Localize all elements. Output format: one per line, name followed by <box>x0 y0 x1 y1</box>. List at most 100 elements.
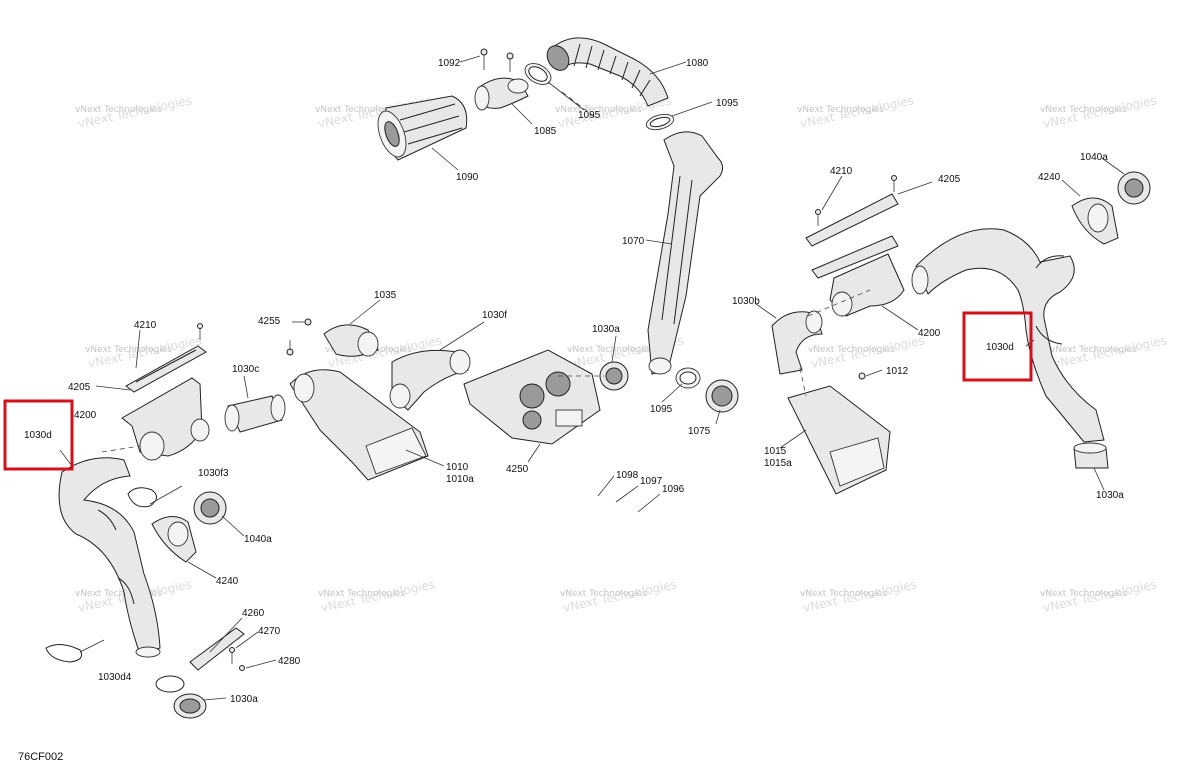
part-1030f3-strap[interactable] <box>127 485 183 508</box>
callout-1030a[interactable]: 1030a <box>592 324 620 335</box>
part-1095-clamp-top[interactable] <box>521 59 554 89</box>
callout-4260[interactable]: 4260 <box>242 608 265 619</box>
part-4205-bracket-left[interactable] <box>125 345 207 393</box>
part-4255-screws[interactable] <box>286 318 312 356</box>
watermark: vNext Technologies vNext Technologies <box>1040 93 1158 131</box>
callout-1030b[interactable]: 1030b <box>732 296 760 307</box>
svg-text:vNext Technologies: vNext Technologies <box>318 589 405 599</box>
part-1012-screw[interactable] <box>858 372 866 380</box>
callout-1040a[interactable]: 1040a <box>1080 152 1108 163</box>
part-1030c-sleeve[interactable] <box>224 394 286 433</box>
part-4270-bolts[interactable] <box>229 647 235 665</box>
callout-1096[interactable]: 1096 <box>662 484 685 495</box>
callout-1030f[interactable]: 1030f <box>482 310 507 321</box>
callout-4200[interactable]: 4200 <box>74 410 97 421</box>
watermark: vNext Technologies vNext Technologies <box>85 333 203 371</box>
svg-text:vNext Technologies: vNext Technologies <box>797 105 884 115</box>
callout-4250[interactable]: 4250 <box>506 464 529 475</box>
part-1030d-right-duct[interactable] <box>911 228 1105 443</box>
callout-1015a[interactable]: 1015a <box>764 458 792 469</box>
callout-4255[interactable]: 4255 <box>258 316 281 327</box>
callout-4280[interactable]: 4280 <box>278 656 301 667</box>
part-1040a-cap-left[interactable] <box>193 491 227 525</box>
part-1095-clamp-right[interactable] <box>645 112 676 133</box>
callout-1095[interactable]: 1095 <box>650 404 673 415</box>
callout-4210[interactable]: 4210 <box>134 320 157 331</box>
watermark: vNext Technologies vNext Technologies <box>1040 577 1158 615</box>
part-4250-panel[interactable] <box>463 349 601 445</box>
watermark: vNext Technologies vNext Technologies <box>1050 333 1168 371</box>
part-1015-airbox-right[interactable] <box>787 385 891 495</box>
svg-text:vNext Technologies: vNext Technologies <box>75 105 162 115</box>
svg-text:vNext Technologies: vNext Technologies <box>800 589 887 599</box>
callout-1075[interactable]: 1075 <box>688 426 711 437</box>
highlight-box-left <box>3 399 74 471</box>
callout-4200[interactable]: 4200 <box>918 328 941 339</box>
callout-1090[interactable]: 1090 <box>456 172 479 183</box>
callout-4240[interactable]: 4240 <box>216 576 239 587</box>
callout-1092[interactable]: 1092 <box>438 58 461 69</box>
part-4240-housing-right[interactable] <box>1071 197 1119 245</box>
part-1070-long-duct[interactable] <box>647 131 724 375</box>
part-1080-bellows-hose[interactable] <box>543 37 669 107</box>
callout-4205[interactable]: 4205 <box>938 174 961 185</box>
part-4240-housing-left[interactable] <box>151 516 197 563</box>
callout-1035[interactable]: 1035 <box>374 290 397 301</box>
part-4210-screw-right[interactable] <box>815 175 897 227</box>
part-4200-manifold-right[interactable] <box>829 253 905 317</box>
callout-4205[interactable]: 4205 <box>68 382 91 393</box>
part-1030f-hose[interactable] <box>389 349 471 411</box>
svg-text:vNext Technologies: vNext Technologies <box>555 105 642 115</box>
part-1090-air-filter[interactable] <box>373 95 468 161</box>
part-1040a-cap-right[interactable] <box>1117 171 1151 205</box>
callout-1030d-left[interactable]: 1030d <box>24 430 52 441</box>
part-1030d4-strap[interactable] <box>45 639 105 663</box>
callout-4240[interactable]: 4240 <box>1038 172 1061 183</box>
part-1092-screw[interactable] <box>480 48 514 72</box>
callout-1095[interactable]: 1095 <box>578 110 601 121</box>
part-1030b-hose[interactable] <box>771 310 823 375</box>
watermark: vNext Technologies vNext Technologies <box>560 577 678 615</box>
watermark-layer: vNext Technologies vNext Technologies vN… <box>75 93 1168 615</box>
callout-1080[interactable]: 1080 <box>686 58 709 69</box>
part-1075-coupler[interactable] <box>705 379 739 413</box>
callout-1030a[interactable]: 1030a <box>230 694 258 705</box>
callout-1085[interactable]: 1085 <box>534 126 557 137</box>
callout-4210[interactable]: 4210 <box>830 166 853 177</box>
callout-1030a[interactable]: 1030a <box>1096 490 1124 501</box>
part-4280-nut[interactable] <box>239 665 245 671</box>
part-4200-manifold-left[interactable] <box>121 377 210 461</box>
watermark: vNext Technologies vNext Technologies <box>75 93 193 131</box>
callout-1012[interactable]: 1012 <box>886 366 909 377</box>
callout-1030d-right[interactable]: 1030d <box>986 342 1014 353</box>
svg-text:vNext Technologies: vNext Technologies <box>808 345 895 355</box>
part-4260-bracket-bottom[interactable] <box>189 627 245 671</box>
callout-1015[interactable]: 1015 <box>764 446 787 457</box>
part-4210-screw-left[interactable] <box>197 323 203 341</box>
callout-1030c[interactable]: 1030c <box>232 364 259 375</box>
callout-1097[interactable]: 1097 <box>640 476 663 487</box>
svg-text:vNext Technologies: vNext Technologies <box>1050 345 1137 355</box>
diagram-code: 76CF002 <box>18 751 64 763</box>
callout-4270[interactable]: 4270 <box>258 626 281 637</box>
part-1030d-left-duct[interactable] <box>58 457 161 658</box>
svg-text:vNext Technologies: vNext Technologies <box>1040 589 1127 599</box>
callout-1030f3[interactable]: 1030f3 <box>198 468 229 479</box>
part-1095-clamp-lower[interactable] <box>675 367 701 389</box>
part-4205-bracket-right[interactable] <box>805 193 899 279</box>
callout-1040a[interactable]: 1040a <box>244 534 272 545</box>
callout-1010a[interactable]: 1010a <box>446 474 474 485</box>
part-1030a-bottom-coupler[interactable] <box>155 675 207 719</box>
part-1030a-mid-coupler[interactable] <box>599 361 629 391</box>
part-1030a-right-coupler[interactable] <box>1073 442 1109 469</box>
svg-text:vNext Technologies: vNext Technologies <box>315 105 402 115</box>
callout-1030d4[interactable]: 1030d4 <box>98 672 132 683</box>
svg-text:vNext Technologies: vNext Technologies <box>85 345 172 355</box>
part-1010-airbox[interactable] <box>289 369 429 481</box>
callout-1095[interactable]: 1095 <box>716 98 739 109</box>
callout-1098[interactable]: 1098 <box>616 470 639 481</box>
callout-1070[interactable]: 1070 <box>622 236 645 247</box>
part-1035-elbow[interactable] <box>323 324 379 357</box>
callout-1010[interactable]: 1010 <box>446 462 469 473</box>
part-1085-elbow[interactable] <box>474 77 529 111</box>
